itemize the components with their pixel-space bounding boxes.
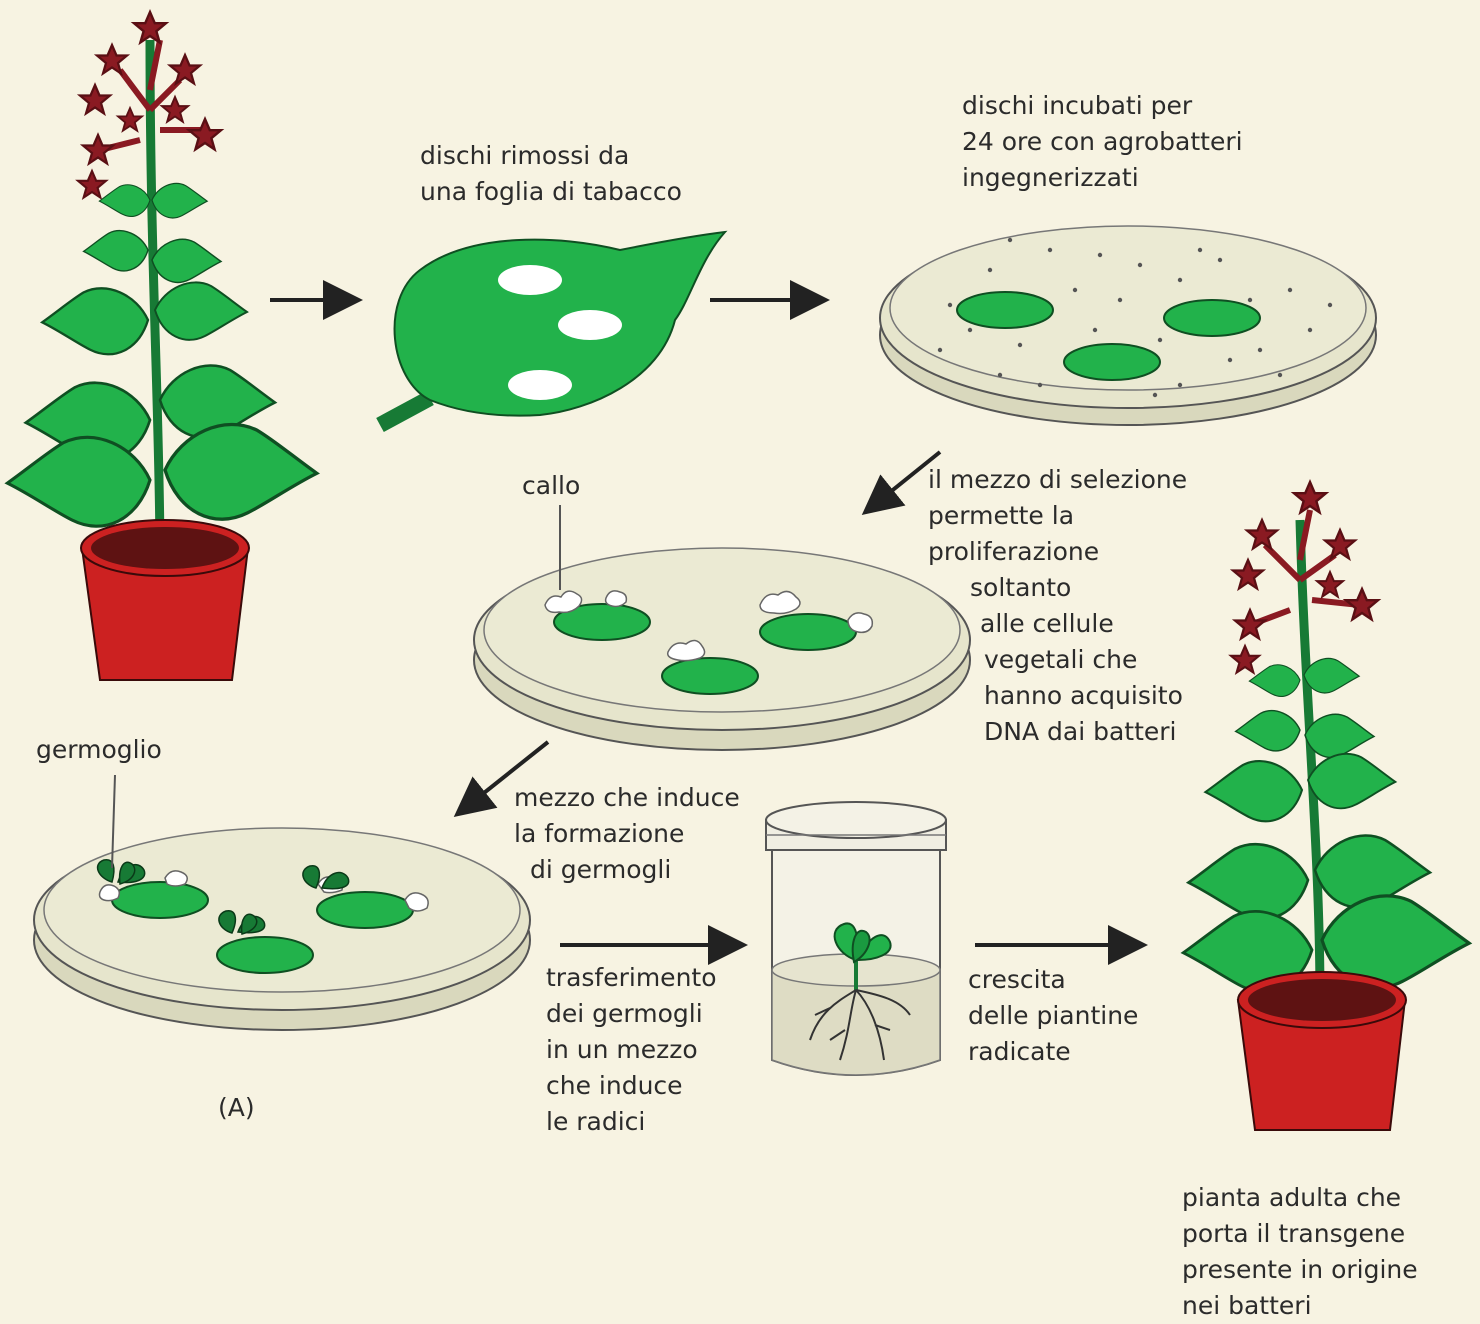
adult-plant-line: nei batteri xyxy=(1182,1288,1418,1324)
label-shoot-text: germoglio xyxy=(36,732,162,768)
growth-line: crescita xyxy=(968,962,1138,998)
transfer-line: le radici xyxy=(546,1104,717,1140)
leaf-hole xyxy=(558,310,622,340)
label-selection: il mezzo di selezione permette la prolif… xyxy=(928,462,1187,750)
adult-plant-line: pianta adulta che xyxy=(1182,1180,1418,1216)
label-shoot-medium: mezzo che induce la formazione di germog… xyxy=(514,780,740,888)
label-leaf-disks: dischi rimossi da una foglia di tabacco xyxy=(420,138,682,210)
transfer-line: trasferimento xyxy=(546,960,717,996)
label-callus: callo xyxy=(522,468,580,504)
tobacco-leaf-with-disks xyxy=(380,232,725,425)
panel-label: (A) xyxy=(218,1090,255,1126)
label-callus-text: callo xyxy=(522,468,580,504)
selection-line: DNA dai batteri xyxy=(928,714,1187,750)
pot-left xyxy=(81,520,249,680)
label-adult-plant: pianta adulta che porta il transgene pre… xyxy=(1182,1180,1418,1324)
selection-line: permette la xyxy=(928,498,1187,534)
shoot-medium-line: mezzo che induce xyxy=(514,780,740,816)
transfer-line: in un mezzo xyxy=(546,1032,717,1068)
adult-plant-line: presente in origine xyxy=(1182,1252,1418,1288)
shoot-medium-line: la formazione xyxy=(514,816,740,852)
tobacco-plant-left xyxy=(7,12,316,680)
selection-line: proliferazione xyxy=(928,534,1187,570)
selection-line: alle cellule xyxy=(928,606,1187,642)
petri-dish-shoots xyxy=(34,828,530,1030)
panel-label-text: (A) xyxy=(218,1090,255,1126)
shoot-medium-line: di germogli xyxy=(514,852,740,888)
rooting-jar xyxy=(766,802,946,1075)
petri-dish-incubation xyxy=(880,226,1376,425)
label-transfer: trasferimento dei germogli in un mezzo c… xyxy=(546,960,717,1140)
selection-line: hanno acquisito xyxy=(928,678,1187,714)
leaf-hole xyxy=(498,265,562,295)
label-shoot: germoglio xyxy=(36,732,162,768)
tobacco-plant-right xyxy=(1183,482,1469,1130)
label-growth: crescita delle piantine radicate xyxy=(968,962,1138,1070)
selection-line: il mezzo di selezione xyxy=(928,462,1187,498)
growth-line: delle piantine xyxy=(968,998,1138,1034)
selection-line: soltanto xyxy=(928,570,1187,606)
transfer-line: dei germogli xyxy=(546,996,717,1032)
pot-right xyxy=(1238,972,1406,1130)
transfer-line: che induce xyxy=(546,1068,717,1104)
label-leaf-disks-text: dischi rimossi da una foglia di tabacco xyxy=(420,138,682,210)
adult-plant-line: porta il transgene xyxy=(1182,1216,1418,1252)
label-incubation-text: dischi incubati per 24 ore con agrobatte… xyxy=(962,88,1243,196)
leaf-hole xyxy=(508,370,572,400)
growth-line: radicate xyxy=(968,1034,1138,1070)
leaves-right xyxy=(1183,658,1469,991)
selection-line: vegetali che xyxy=(928,642,1187,678)
petri-dish-callus xyxy=(474,548,970,750)
label-incubation: dischi incubati per 24 ore con agrobatte… xyxy=(962,88,1243,196)
